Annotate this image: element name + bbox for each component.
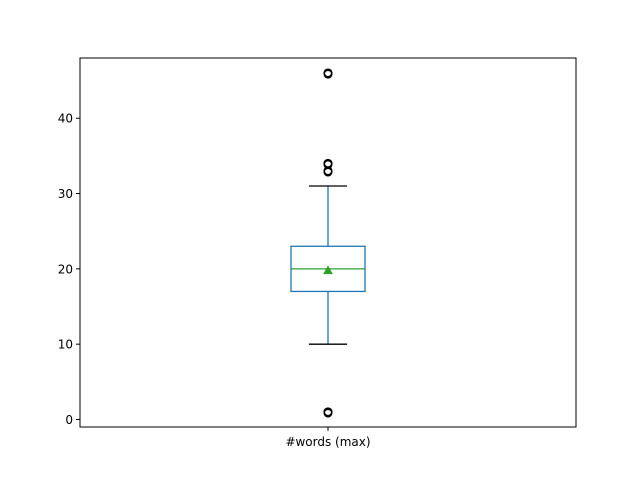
y-tick-label: 40 [58,112,73,126]
y-tick-label: 30 [58,187,73,201]
y-tick-label: 10 [58,338,73,352]
mean-marker [323,265,333,275]
y-tick-label: 20 [58,262,73,276]
x-tick-label: #words (max) [285,435,370,449]
axis-layer: #words (max) 0 10 20 30 40 [58,57,577,449]
plot-layer [290,68,366,418]
plot-frame [79,57,577,428]
y-tick-label: 0 [65,413,73,427]
outlier-point [323,69,333,79]
outlier-point [323,160,333,170]
outlier-point [323,408,333,418]
